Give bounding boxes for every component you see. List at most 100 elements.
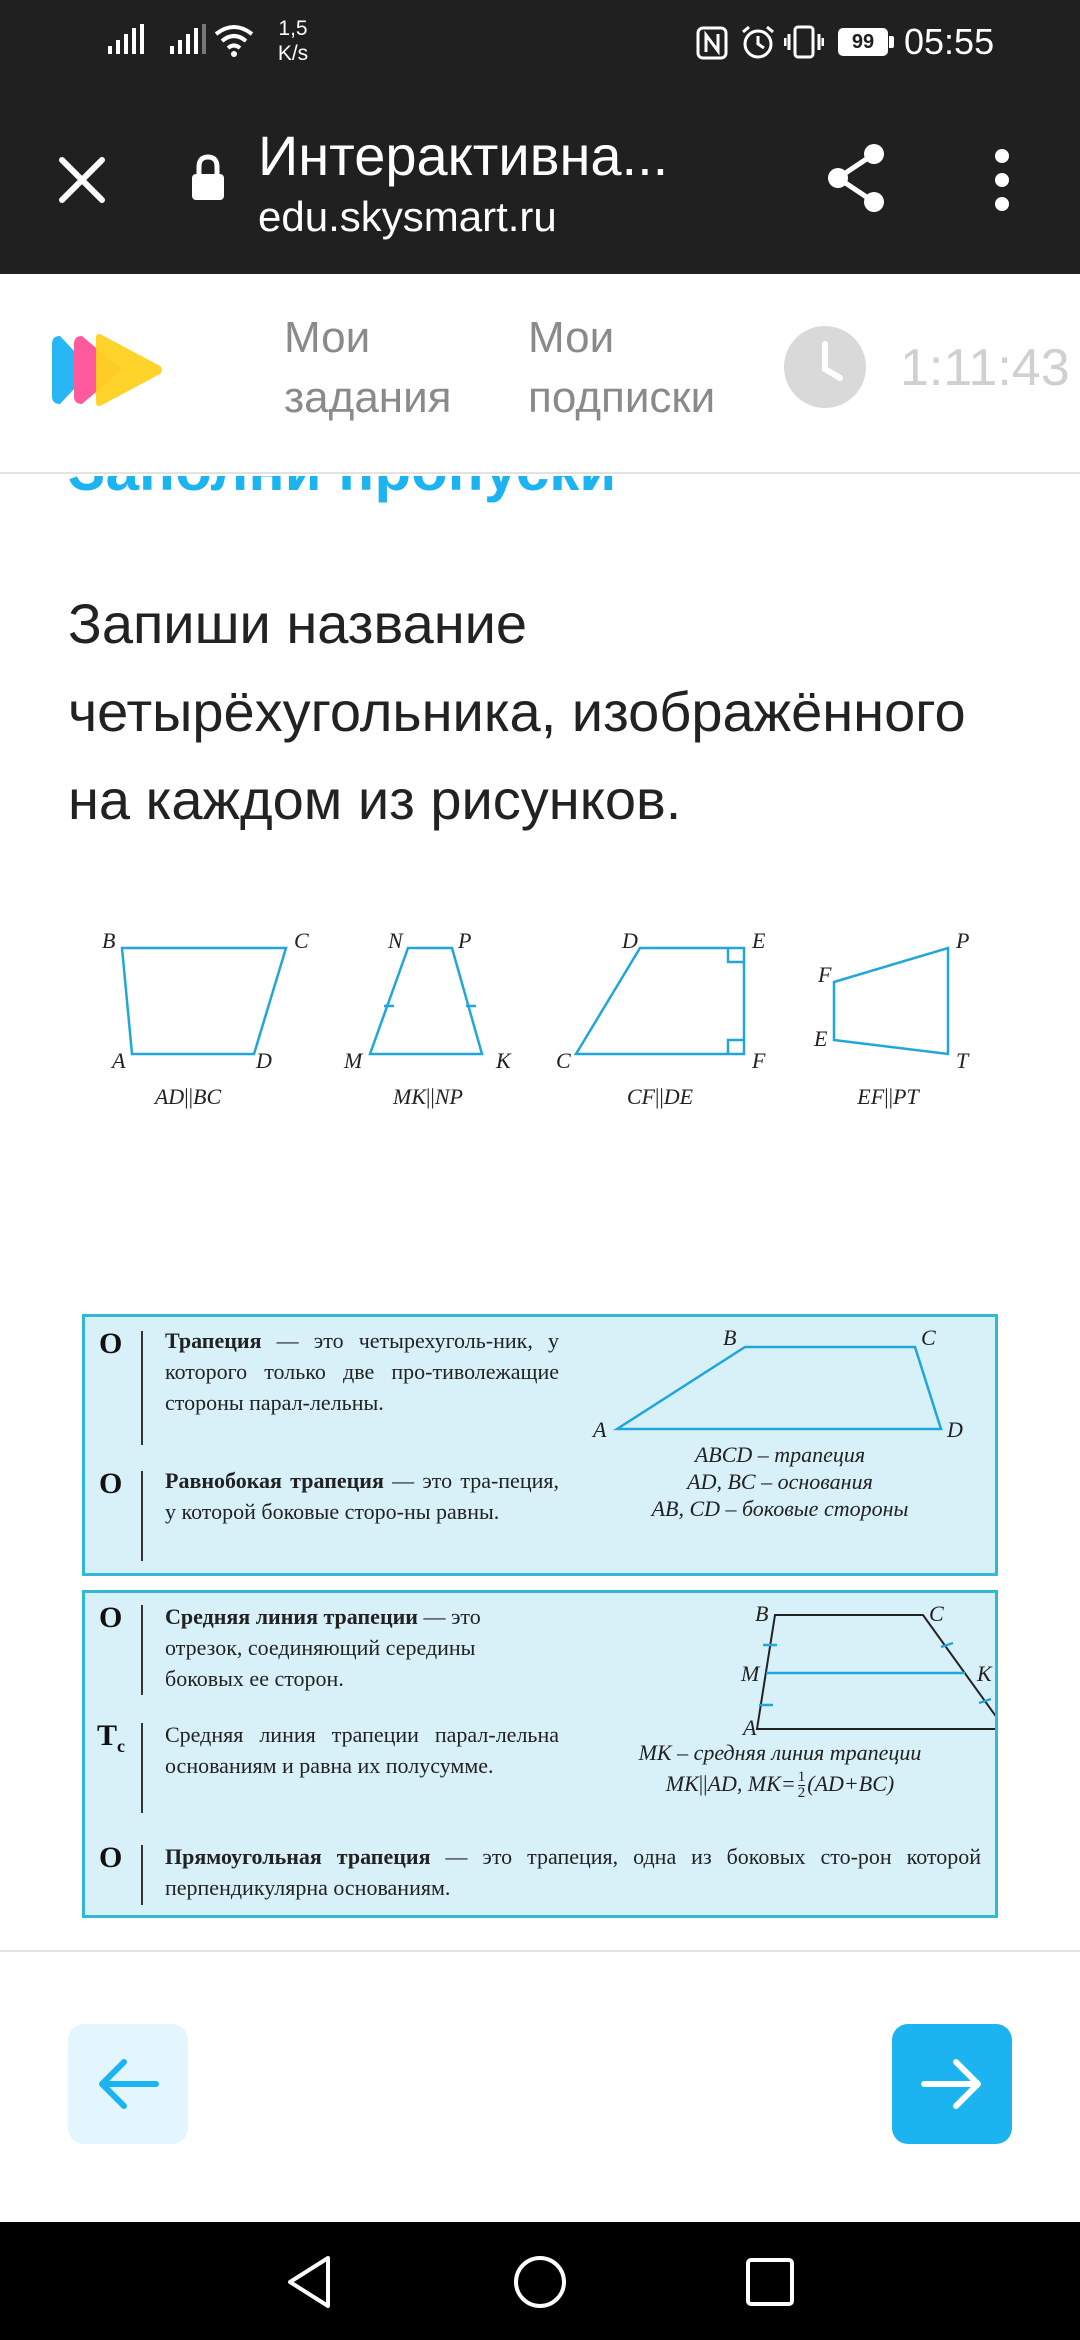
diag1-label-b: B xyxy=(723,1325,736,1350)
def2-body: — это тра-пеция, у которой боковые сторо… xyxy=(165,1468,559,1524)
reference-box-midline: О Средняя линия трапеции — это отрезок, … xyxy=(82,1590,998,1918)
battery-level: 99 xyxy=(851,31,875,53)
alarm-icon xyxy=(742,25,774,59)
net-unit: K/s xyxy=(277,42,309,65)
def2-mark: О xyxy=(99,1467,123,1500)
thm-text: Средняя линия трапеции парал-лельна осно… xyxy=(165,1722,559,1778)
vibrate-icon xyxy=(784,25,824,59)
diag1-caption-3: AB, CD – боковые стороны xyxy=(651,1496,909,1521)
fig1-label-a: A xyxy=(110,1048,126,1073)
diag1-label-c: C xyxy=(921,1325,936,1350)
fig3-caption: CF||DE xyxy=(627,1084,694,1109)
fig1-caption: AD||BC xyxy=(153,1084,222,1109)
diag2-caption-2c: (AD+BC) xyxy=(807,1771,895,1796)
diag1-caption-1: ABCD – трапеция xyxy=(694,1442,866,1467)
def3-text: Средняя линия трапеции — это отрезок, со… xyxy=(165,1601,559,1694)
app-header: Мои задания Мои подписки 1:11:43 xyxy=(0,274,1080,474)
fig2-caption: MK||NP xyxy=(392,1084,463,1109)
figure-3-shape xyxy=(573,946,746,1056)
figure-4-shape xyxy=(832,946,950,1056)
figure-2-shape xyxy=(368,946,484,1056)
fraction-denominator: 2 xyxy=(797,1785,806,1802)
fig4-label-f: F xyxy=(817,962,832,987)
fig3-caption-b: DE xyxy=(663,1084,694,1109)
def2-bar xyxy=(141,1471,143,1561)
question-text: Запиши название четырёхугольника, изобра… xyxy=(68,592,966,831)
def1-body: — это четырехуголь-ник, у которого тольк… xyxy=(165,1328,559,1415)
def3-body: — это отрезок, соединяющий середины боко… xyxy=(165,1604,481,1691)
signal-2-icon xyxy=(170,24,206,54)
fig1-label-c: C xyxy=(294,928,309,953)
back-triangle-icon[interactable] xyxy=(284,2254,334,2310)
fraction-numerator: 1 xyxy=(797,1769,806,1787)
diag1-caption-2: AD, BC – основания xyxy=(687,1469,873,1494)
trapezoid-diagram: A B C D xyxy=(591,1325,963,1439)
clock-icon xyxy=(784,326,866,408)
def4-body: — это трапеция, одна из боковых сто-рон … xyxy=(165,1844,981,1900)
diag2-label-k: K xyxy=(976,1661,993,1686)
nav-my-subscriptions[interactable]: Мои подписки xyxy=(528,308,715,428)
diag2-caption-2b: AD, MK= xyxy=(707,1771,796,1796)
fig4-caption-b: PT xyxy=(892,1084,920,1109)
def3-bar xyxy=(141,1605,143,1695)
def4-bar xyxy=(141,1845,143,1905)
wifi-icon xyxy=(214,25,254,57)
home-circle-icon[interactable] xyxy=(512,2254,568,2310)
browser-toolbar: Интерактивна... edu.skysmart.ru xyxy=(0,86,1080,274)
fig4-caption-a: EF xyxy=(856,1084,884,1109)
def4-text: Прямоугольная трапеция — это трапеция, о… xyxy=(165,1841,981,1903)
url-text[interactable]: edu.skysmart.ru xyxy=(258,193,557,240)
recents-square-icon[interactable] xyxy=(744,2256,796,2308)
battery-icon: 99 xyxy=(838,28,888,56)
next-button[interactable] xyxy=(892,2024,1012,2144)
diag1-label-a: A xyxy=(591,1417,607,1439)
diag2-label-b: B xyxy=(755,1601,768,1626)
system-navigation-bar xyxy=(0,2222,1080,2340)
task-content: Заполни пропуски Запиши название четырёх… xyxy=(0,476,1080,1950)
net-speed: 1,5 xyxy=(278,17,308,40)
fig2-caption-a: MK xyxy=(392,1084,427,1109)
status-bar: 1,5 K/s 99 05:55 xyxy=(0,0,1080,86)
diag1-label-d: D xyxy=(946,1417,963,1439)
nav-my-subs-line2: подписки xyxy=(528,373,716,422)
share-icon[interactable] xyxy=(824,142,890,214)
def1-term: Трапеция xyxy=(165,1328,262,1353)
thm-mark: Тс xyxy=(97,1719,125,1757)
fig4-label-e: E xyxy=(813,1026,828,1051)
figures-row: B C A D N P M K D E C F F P E T AD||BC M… xyxy=(102,928,970,1109)
section-title: Заполни пропуски xyxy=(68,476,616,508)
figure-3-right-angles xyxy=(726,948,744,1054)
more-vert-icon[interactable] xyxy=(990,146,1014,214)
nav-my-subs-line1: Мои xyxy=(528,313,615,362)
arrow-left-icon xyxy=(99,2059,159,2109)
fig2-caption-b: NP xyxy=(434,1084,463,1109)
diag2-caption-2a: MK xyxy=(665,1771,699,1796)
lock-icon[interactable] xyxy=(190,154,226,202)
skysmart-logo[interactable] xyxy=(52,330,164,410)
page-title[interactable]: Интерактивна... xyxy=(258,124,669,187)
nfc-icon xyxy=(696,26,728,60)
timer: 1:11:43 xyxy=(900,339,1070,397)
clock: 05:55 xyxy=(904,21,995,62)
back-button[interactable] xyxy=(68,2024,188,2144)
fig2-label-k: K xyxy=(495,1048,512,1073)
def4-term: Прямоугольная трапеция xyxy=(165,1844,431,1869)
diag2-label-c: C xyxy=(929,1601,944,1626)
fig1-label-b: B xyxy=(102,928,115,953)
thm-bar xyxy=(141,1723,143,1813)
def4-mark: О xyxy=(99,1841,123,1874)
reference-box-trapezoid: О Трапеция — это четырехуголь-ник, у кот… xyxy=(82,1314,998,1576)
nav-my-tasks[interactable]: Мои задания xyxy=(284,308,452,428)
diag2-label-a: A xyxy=(741,1715,757,1735)
nav-my-tasks-line1: Мои xyxy=(284,313,371,362)
figure-1-shape xyxy=(120,946,288,1056)
fig4-label-t: T xyxy=(956,1048,970,1073)
thm-mark-sub: с xyxy=(117,1736,126,1756)
close-icon[interactable] xyxy=(56,154,108,206)
fig3-label-f: F xyxy=(751,1048,766,1073)
def3-mark: О xyxy=(99,1601,123,1634)
def2-text: Равнобокая трапеция — это тра-пеция, у к… xyxy=(165,1465,559,1527)
fig1-caption-a: AD xyxy=(153,1084,184,1109)
